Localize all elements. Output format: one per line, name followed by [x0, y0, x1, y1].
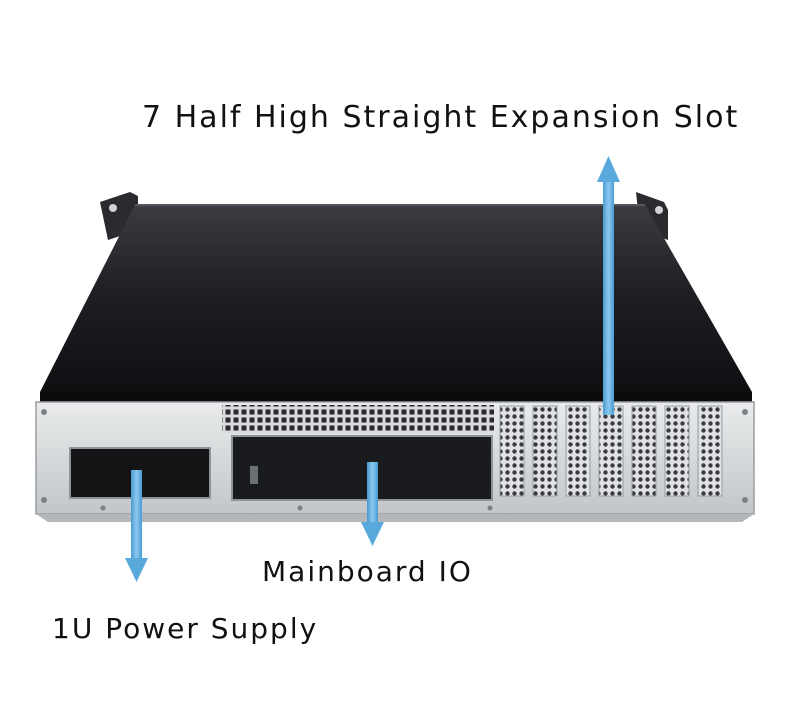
expansion-slots [499, 405, 723, 497]
power-supply-label: 1U Power Supply [52, 612, 319, 645]
arrow-down-icon [361, 462, 384, 546]
expansion-slot [598, 405, 624, 497]
expansion-slot [664, 405, 690, 497]
mainboard-io-label: Mainboard IO [262, 555, 473, 588]
expansion-slot-label: 7 Half High Straight Expansion Slot [142, 100, 740, 135]
expansion-slot [565, 405, 591, 497]
expansion-slot [532, 405, 558, 497]
expansion-slot [631, 405, 657, 497]
panel-screws [41, 409, 748, 511]
mainboard-io-opening [231, 435, 493, 501]
vent-grille [222, 405, 494, 433]
arrow-down-icon [125, 470, 148, 582]
chassis-top-cover [40, 205, 752, 392]
expansion-slot [499, 405, 525, 497]
arrow-up-icon [597, 156, 620, 415]
expansion-slot [697, 405, 723, 497]
